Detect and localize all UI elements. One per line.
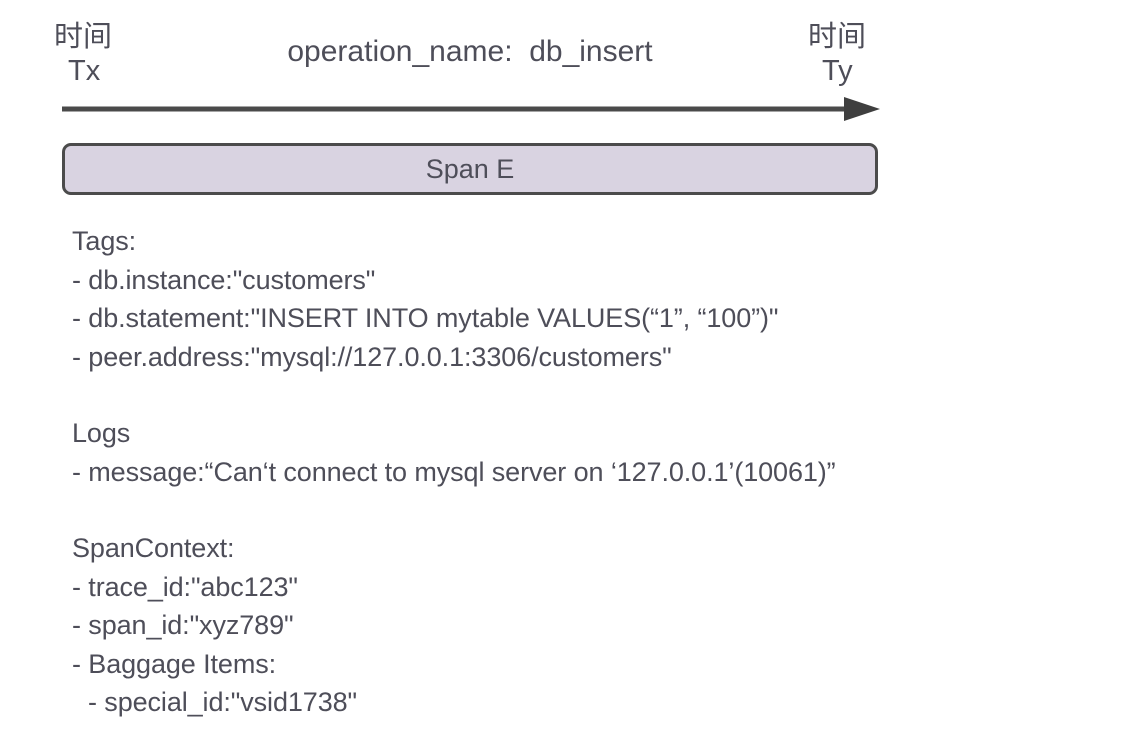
span-bar-label: Span E (425, 153, 515, 184)
operation-name-title: operation_name: db_insert (287, 35, 653, 68)
section-spacer (72, 491, 1102, 529)
time-label-end-cn: 时间 (808, 21, 867, 53)
span-bar[interactable]: Span E (62, 143, 878, 195)
log-item: - message:“Can‘t connect to mysql server… (72, 456, 836, 487)
timeline-header: 时间 Tx operation_name: db_insert 时间 Ty (0, 0, 1130, 125)
section-spacer (72, 376, 1102, 414)
span-context-item: - trace_id:"abc123" (72, 571, 298, 602)
span-context-section: SpanContext: - trace_id:"abc123" - span_… (72, 529, 1102, 722)
tag-item: - peer.address:"mysql://127.0.0.1:3306/c… (72, 341, 672, 372)
time-label-start: 时间 Tx (54, 20, 112, 88)
tags-heading: Tags: (72, 226, 137, 256)
time-label-end: 时间 Ty (808, 20, 866, 88)
tag-item: - db.statement:"INSERT INTO mytable VALU… (72, 303, 779, 333)
baggage-item: - special_id:"vsid1738" (88, 687, 358, 717)
span-context-heading: SpanContext: (72, 533, 235, 563)
span-context-item: - Baggage Items: (72, 648, 277, 679)
tags-section: Tags: - db.instance:"customers" - db.sta… (72, 222, 1102, 376)
tag-item: - db.instance:"customers" (72, 264, 376, 295)
span-details: Tags: - db.instance:"customers" - db.sta… (72, 222, 1102, 722)
time-label-end-id: Ty (822, 55, 853, 87)
span-context-item: - span_id:"xyz789" (72, 610, 294, 640)
timeline-arrow-icon (62, 97, 880, 121)
logs-heading: Logs (72, 418, 131, 448)
time-label-start-id: Tx (68, 55, 101, 87)
time-label-start-cn: 时间 (54, 21, 113, 53)
logs-section: Logs - message:“Can‘t connect to mysql s… (72, 414, 1102, 491)
